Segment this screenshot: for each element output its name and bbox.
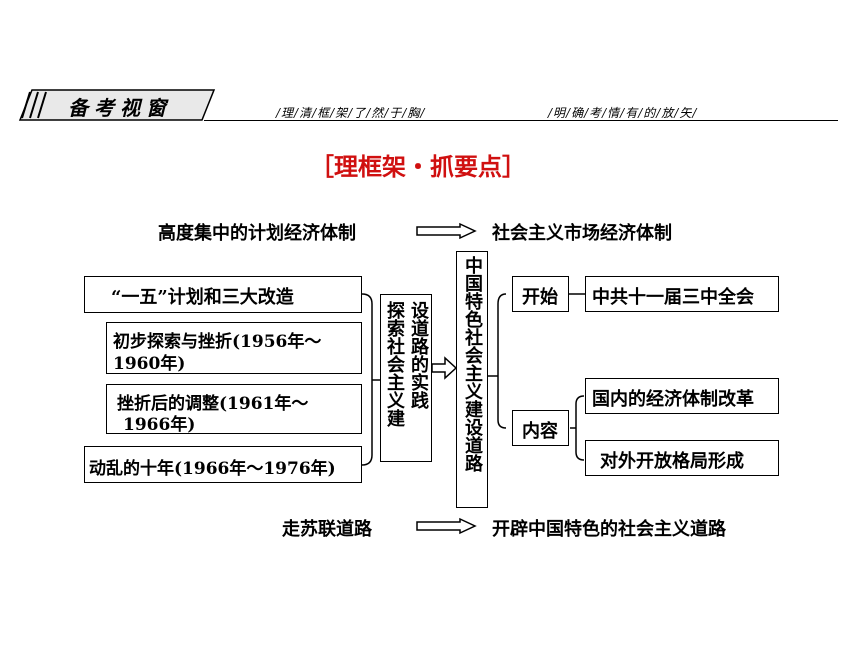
center-arrow: [431, 356, 458, 380]
left-item-3: 挫折后的调整(1961年～ 1966年): [106, 384, 362, 435]
top-to-text: 社会主义市场经济体制: [492, 223, 672, 244]
left-item-2: 初步探索与挫折(1956年～ 1960年): [106, 322, 362, 374]
bottom-from-text: 走苏联道路: [282, 519, 372, 540]
start-label-box: 开始: [512, 276, 569, 312]
content-brace: [570, 395, 585, 461]
explore-box: 设道路的实践 探索社会主义建: [380, 294, 432, 462]
content-item-2: 对外开放格局形成: [585, 440, 779, 476]
left-item-4: 动乱的十年(1966年～1976年): [84, 446, 362, 483]
right-brace: [488, 293, 507, 429]
content-label-box: 内容: [512, 410, 569, 446]
left-bracket: [361, 293, 380, 466]
start-value-box: 中共十一届三中全会: [585, 276, 779, 312]
center-box: 中国特色社会主义建设道路: [456, 251, 488, 508]
header-badge-shape: [18, 89, 216, 121]
header-left-phrase: /理/清/框/架/了/然/于/胸/: [276, 106, 426, 120]
header-badge: 备考视窗: [68, 96, 172, 120]
content-item-1: 国内的经济体制改革: [585, 378, 779, 414]
header-right-phrase: /明/确/考/情/有/的/放/矢/: [548, 106, 698, 120]
bottom-arrow: [416, 517, 477, 535]
top-from-text: 高度集中的计划经济体制: [158, 223, 356, 244]
header-rule: [204, 120, 838, 121]
bottom-to-text: 开辟中国特色的社会主义道路: [492, 519, 726, 540]
left-item-1: “一五”计划和三大改造: [84, 276, 362, 313]
top-arrow: [416, 222, 477, 240]
header-bar: 备考视窗 /理/清/框/架/了/然/于/胸/ /明/确/考/情/有/的/放/矢/: [18, 86, 838, 126]
section-title: ［理框架・抓要点］: [310, 152, 526, 181]
